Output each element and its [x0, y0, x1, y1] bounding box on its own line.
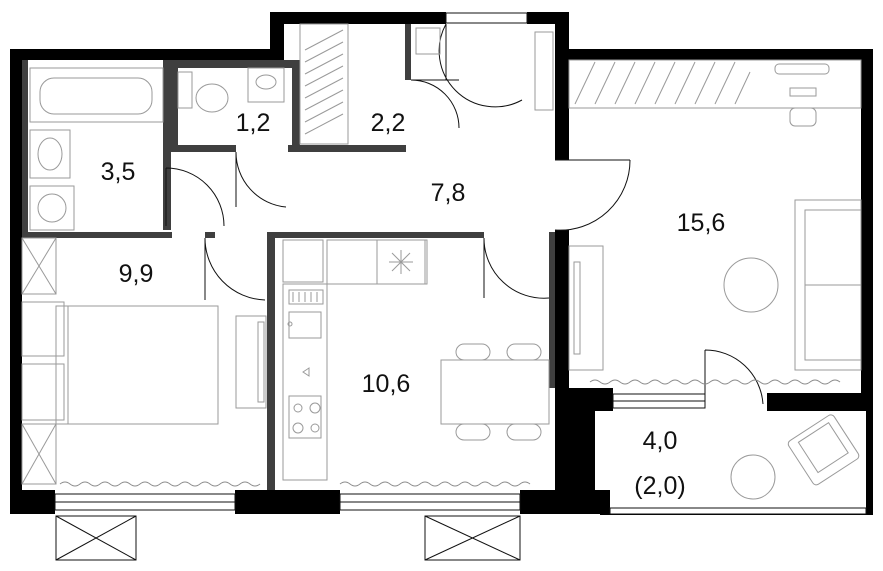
storage-fixtures [299, 23, 554, 145]
toilet-area: 1,2 [236, 109, 271, 137]
living-room-fixtures [568, 59, 862, 385]
balcony-area: 4,0 [643, 427, 678, 455]
area-labels: 3,5 1,2 2,2 7,8 15,6 9,9 10,6 4,0 (2,0) [101, 109, 726, 500]
bathroom-fixtures [29, 67, 285, 231]
bedroom-area: 9,9 [119, 260, 154, 288]
exterior-boxes [55, 515, 521, 561]
balcony-fixtures [730, 414, 860, 500]
balcony-sub-area: (2,0) [634, 472, 685, 500]
kitchen-area: 10,6 [362, 370, 411, 398]
doors [165, 23, 764, 405]
storage-area: 2,2 [371, 109, 406, 137]
windows [54, 12, 867, 515]
bathroom-area: 3,5 [101, 158, 136, 186]
hallway-area: 7,8 [431, 179, 466, 207]
inner-walls [22, 24, 555, 490]
bedroom-fixtures [21, 237, 267, 487]
outer-walls [10, 12, 873, 515]
kitchen-fixtures [282, 239, 550, 487]
living-room-area: 15,6 [677, 209, 726, 237]
